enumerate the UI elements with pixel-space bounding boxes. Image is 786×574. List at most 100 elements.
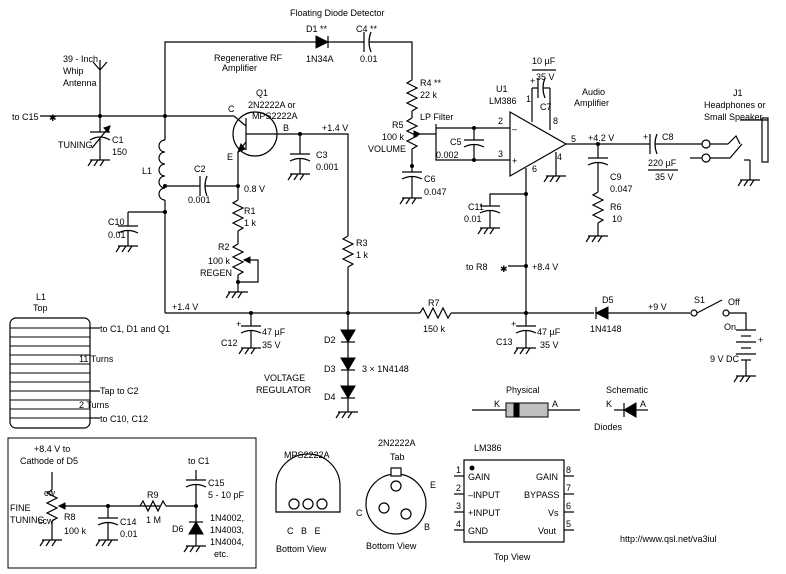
r5-label: R5 bbox=[392, 120, 404, 130]
k-label-phys: K bbox=[494, 399, 500, 409]
lm386-title: LM386 bbox=[474, 443, 502, 453]
c5-value: 0.002 bbox=[436, 150, 459, 160]
lm386-p1: 1 bbox=[456, 465, 461, 475]
regen-rf-label-1: Regenerative RF bbox=[214, 53, 283, 63]
c11-value: 0.01 bbox=[464, 214, 482, 224]
asterisk-r8: ✱ bbox=[500, 264, 508, 274]
l1-coil-detail: L1 Top to C1, D1 and Q1 11 Turns Tap to … bbox=[9, 292, 170, 429]
v-emitter: 0.8 V bbox=[244, 184, 265, 194]
c1-label: C1 bbox=[112, 135, 124, 145]
r2-label: R2 bbox=[218, 242, 230, 252]
k-label-sch: K bbox=[606, 399, 612, 409]
d5-diode: D5 1N4148 +9 V bbox=[590, 295, 690, 334]
r4-resistor: R4 ** 22 k bbox=[405, 78, 442, 118]
label-to-r8: to R8 bbox=[466, 262, 488, 272]
a-label-phys: A bbox=[552, 399, 558, 409]
c2-label: C2 bbox=[194, 164, 206, 174]
d2-d4-diodes: D2 D3 D4 3 × 1N4148 VOLTAGE REGULATOR bbox=[256, 313, 409, 419]
c14-label: C14 bbox=[120, 517, 137, 527]
r6-resistor: R6 10 bbox=[585, 191, 622, 243]
s1-switch: S1 Off On bbox=[690, 295, 747, 332]
lm386-gain-r: GAIN bbox=[536, 472, 558, 482]
c3-cap: C3 0.001 bbox=[287, 134, 339, 181]
regen-label: REGEN bbox=[200, 268, 232, 278]
r7-label: R7 bbox=[428, 298, 440, 308]
2n2222a-title: 2N2222A bbox=[378, 438, 416, 448]
diodes-label: Diodes bbox=[594, 422, 623, 432]
v-base: +1.4 V bbox=[322, 123, 348, 133]
r7-resistor: R7 150 k bbox=[419, 298, 526, 334]
n2222-b: B bbox=[424, 522, 430, 532]
audio-amp-label-2: Amplifier bbox=[574, 98, 609, 108]
r3-label: R3 bbox=[356, 238, 368, 248]
svg-text:+: + bbox=[511, 319, 516, 329]
schematic-label: Schematic bbox=[606, 385, 649, 395]
c5-label: C5 bbox=[450, 137, 462, 147]
r6-label: R6 bbox=[610, 202, 622, 212]
d6-part-1: 1N4002, bbox=[210, 513, 244, 523]
n2222-bottom-view: Bottom View bbox=[366, 541, 417, 551]
r4-value: 22 k bbox=[420, 90, 438, 100]
lm386-p3: 3 bbox=[456, 501, 461, 511]
v-9: +9 V bbox=[648, 302, 667, 312]
antenna-label-2: Whip bbox=[63, 66, 84, 76]
c8-volt: 35 V bbox=[655, 172, 674, 182]
c4-label: C4 ** bbox=[356, 24, 378, 34]
c15-value: 5 - 10 pF bbox=[208, 490, 245, 500]
c6-cap: C6 0.047 bbox=[399, 164, 447, 205]
bus-voltage-label: +1.4 V bbox=[172, 302, 198, 312]
coil-2-turns: 2 Turns bbox=[79, 400, 110, 410]
vreg-label-1: VOLTAGE bbox=[264, 373, 305, 383]
c3-value: 0.001 bbox=[316, 162, 339, 172]
c2-value: 0.001 bbox=[188, 195, 211, 205]
lm386-bypass: BYPASS bbox=[524, 490, 559, 500]
u1-pin5: 5 bbox=[571, 134, 576, 144]
c6-value: 0.047 bbox=[424, 187, 447, 197]
r8-label: R8 bbox=[64, 512, 76, 522]
2n2222a-pinout: 2N2222A Tab E C B Bottom View bbox=[356, 438, 436, 551]
c8-value: 220 µF bbox=[648, 158, 677, 168]
r5-value: 100 k bbox=[382, 132, 405, 142]
floating-detector-title: Floating Diode Detector bbox=[290, 8, 385, 18]
d1-diode: D1 ** 1N34A bbox=[300, 24, 364, 64]
c14-value: 0.01 bbox=[120, 529, 138, 539]
j1-jack: J1 Headphones or Small Speaker bbox=[690, 88, 769, 187]
c2-cap: C2 0.001 0.8 V bbox=[188, 164, 265, 205]
l1-label: L1 bbox=[142, 166, 152, 176]
lm386-gain-l: GAIN bbox=[468, 472, 490, 482]
c6-label: C6 bbox=[424, 174, 436, 184]
vreg-label-2: REGULATOR bbox=[256, 385, 312, 395]
lm386-plus: +INPUT bbox=[468, 508, 501, 518]
q1-pin-e: E bbox=[227, 152, 233, 162]
lm386-minus: –INPUT bbox=[468, 490, 501, 500]
c10-value: 0.01 bbox=[108, 230, 126, 240]
r3-resistor: R3 1 k bbox=[341, 235, 369, 313]
c4-value: 0.01 bbox=[360, 54, 378, 64]
r3-value: 1 k bbox=[356, 250, 369, 260]
c5-cap: C5 0.002 bbox=[436, 126, 485, 162]
battery: + 9 V DC bbox=[710, 329, 763, 383]
lm386-pinout: LM386 1 2 3 4 8 7 6 5 GAIN –INPUT +INPUT… bbox=[454, 443, 574, 562]
d234-value: 3 × 1N4148 bbox=[362, 364, 409, 374]
lm386-vs: Vs bbox=[548, 508, 559, 518]
d5-value: 1N4148 bbox=[590, 324, 622, 334]
fine-tuning-inset: +8.4 V to Cathode of D5 cw ccw FINE TUNI… bbox=[7, 437, 257, 569]
lm386-p7: 7 bbox=[566, 483, 571, 493]
j1-desc-2: Small Speaker bbox=[704, 112, 763, 122]
mps2222a-pinout: MPS2222A C B E Bottom View bbox=[275, 450, 341, 554]
c11-cap: C11 0.01 bbox=[464, 193, 526, 235]
r4-label: R4 ** bbox=[420, 78, 442, 88]
c12-value: 47 µF bbox=[262, 327, 286, 337]
diode-legend: Physical Schematic K A K A Diodes bbox=[472, 385, 649, 432]
inset-label-2: Cathode of D5 bbox=[20, 456, 78, 466]
label-to-c15: to C15 bbox=[12, 112, 39, 122]
mps-bottom-view: Bottom View bbox=[276, 544, 327, 554]
u1-label: U1 bbox=[496, 84, 508, 94]
c12-label: C12 bbox=[221, 338, 238, 348]
u1-pin6: 6 bbox=[532, 164, 537, 174]
s1-label: S1 bbox=[694, 295, 705, 305]
tuning-label: TUNING bbox=[58, 140, 93, 150]
r1-resistor: R1 1 k bbox=[231, 186, 257, 244]
svg-text:+: + bbox=[643, 132, 648, 142]
